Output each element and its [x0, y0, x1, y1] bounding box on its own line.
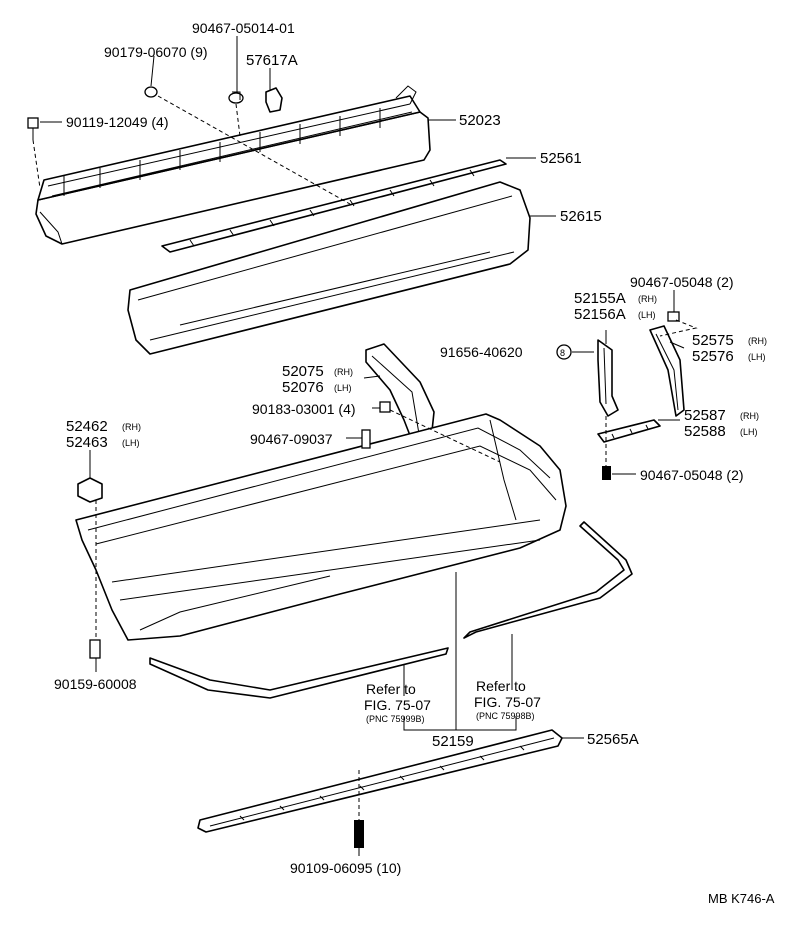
screw-90467-09037 — [361, 429, 371, 449]
label-52561: 52561 — [540, 150, 582, 167]
svg-text:8: 8 — [560, 348, 565, 358]
dashed-lines — [32, 95, 698, 820]
part-labels: 90467-05014-01 90179-06070 (9) 57617A 90… — [54, 20, 775, 906]
retainer-52561 — [161, 159, 507, 253]
ref-right-line1: Refer to — [476, 678, 526, 694]
label-52462: 52462 — [66, 418, 108, 435]
ref-right-line3: (PNC 75998B) — [476, 711, 535, 721]
label-90467-05048-bot: 90467-05048 (2) — [640, 467, 744, 483]
label-52565a: 52565A — [587, 731, 639, 748]
label-52159: 52159 — [432, 733, 474, 750]
label-90467-05048-top: 90467-05048 (2) — [630, 274, 734, 290]
label-52155a: 52155A — [574, 290, 626, 307]
label-52075-side: (RH) — [334, 367, 353, 377]
label-90109-06095: 90109-06095 (10) — [290, 860, 401, 876]
retainer-52575 — [649, 325, 685, 417]
screw-90159 — [89, 639, 101, 659]
label-90467-05014-01: 90467-05014-01 — [192, 20, 295, 36]
clip-90467-05048-top — [667, 311, 680, 322]
label-52076: 52076 — [282, 379, 324, 396]
label-90183-03001: 90183-03001 (4) — [252, 401, 356, 417]
label-90159-60008: 90159-60008 — [54, 676, 137, 692]
moulding-lower-left — [149, 647, 449, 699]
nut-90183 — [379, 401, 391, 413]
leader-lines — [40, 36, 685, 856]
bumper-cover-52159 — [75, 413, 567, 641]
clip-57617a — [265, 87, 283, 113]
clip-90467-05048-bot — [602, 466, 611, 480]
retainer-52587 — [597, 419, 661, 443]
figure-code: MB K746-A — [708, 891, 775, 906]
ref-left-line3: (PNC 75999B) — [366, 714, 425, 724]
ref-left-line2: FIG. 75-07 — [364, 697, 431, 713]
label-52023: 52023 — [459, 112, 501, 129]
label-57617a: 57617A — [246, 52, 298, 69]
label-52575-side: (RH) — [748, 336, 767, 346]
label-52076-side: (LH) — [334, 383, 352, 393]
clip-90467-05014 — [228, 91, 244, 104]
label-52575: 52575 — [692, 332, 734, 349]
bolt-90119 — [27, 117, 39, 140]
label-52463: 52463 — [66, 434, 108, 451]
label-52576-side: (LH) — [748, 352, 766, 362]
label-52615: 52615 — [560, 208, 602, 225]
label-52463-side: (LH) — [122, 438, 140, 448]
screw-90109 — [354, 820, 364, 848]
ref-left-line1: Refer to — [366, 681, 416, 697]
label-91656-40620: 91656-40620 — [440, 344, 523, 360]
nut-91656: 8 — [556, 344, 572, 360]
label-90179-06070: 90179-06070 (9) — [104, 44, 208, 60]
absorber-52615 — [127, 181, 531, 355]
label-52587: 52587 — [684, 407, 726, 424]
label-90467-09037: 90467-09037 — [250, 431, 333, 447]
label-52156a-side: (LH) — [638, 310, 656, 320]
ref-right-line2: FIG. 75-07 — [474, 694, 541, 710]
garnish-52565a — [197, 729, 563, 833]
label-52587-side: (RH) — [740, 411, 759, 421]
label-52576: 52576 — [692, 348, 734, 365]
nut-90179 — [144, 86, 158, 98]
reinforcement-52023 — [35, 85, 431, 245]
label-90119-12049: 90119-12049 (4) — [66, 114, 168, 130]
bracket-52155a — [597, 339, 619, 417]
clip-52462 — [77, 477, 103, 503]
moulding-right — [463, 521, 633, 639]
label-52155a-side: (RH) — [638, 294, 657, 304]
label-52075: 52075 — [282, 363, 324, 380]
label-52462-side: (RH) — [122, 422, 141, 432]
label-52588-side: (LH) — [740, 427, 758, 437]
label-52588: 52588 — [684, 423, 726, 440]
label-52156a: 52156A — [574, 306, 626, 323]
